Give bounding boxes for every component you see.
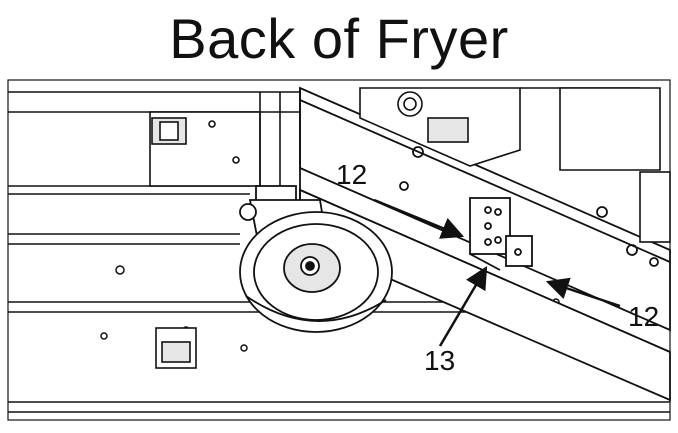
callout-arrows [373, 198, 621, 347]
callout-label-a: 12 [336, 159, 368, 190]
caster-wheel [239, 185, 393, 333]
arrow-b [545, 277, 621, 308]
upper-equipment [359, 87, 671, 243]
frame-post [149, 92, 281, 190]
floor-rails [8, 91, 670, 413]
callout-label-c: 13 [424, 345, 456, 376]
arrow-a [373, 198, 465, 239]
diagram-title: Back of Fryer [169, 7, 509, 70]
callout-label-b: 12 [628, 301, 660, 332]
arrow-c [438, 266, 488, 347]
foot-block [155, 327, 197, 369]
mounting-bracket [469, 197, 533, 271]
